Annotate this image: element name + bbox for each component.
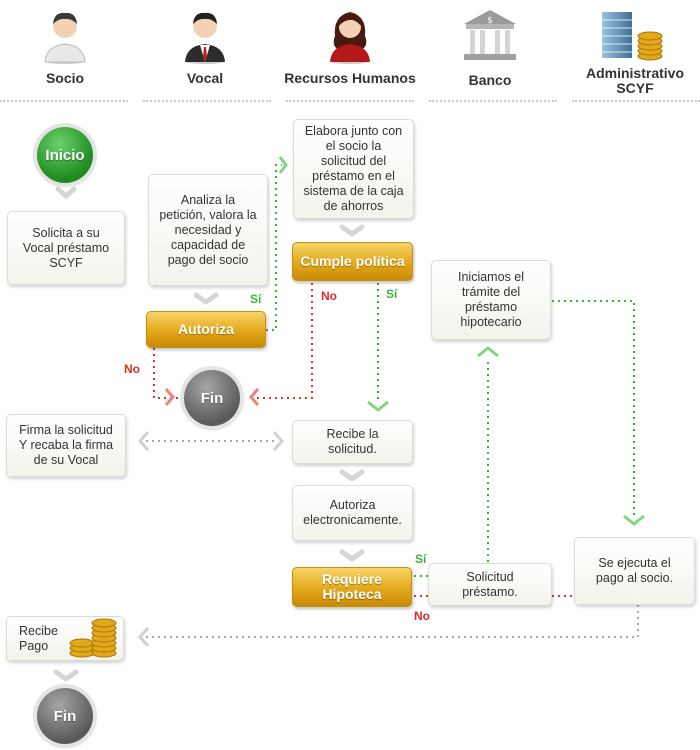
end-node: Fin [184, 370, 240, 426]
chevron-right-icon [164, 388, 175, 406]
lane-label-vocal: Vocal [186, 70, 224, 86]
node-firma-text: Firma la solicitud Y recaba la firma de … [18, 423, 114, 467]
lane-divider [286, 100, 414, 102]
node-iniciamos-text: Iniciamos el trámite del préstamo hipote… [458, 270, 524, 329]
chevron-up-icon [477, 346, 499, 358]
lane-label-administrativo: Administrativo SCYF [585, 65, 684, 96]
end-node-final: Fin [37, 688, 93, 744]
node-elabora: Elabora junto con el socio la solicitud … [293, 119, 414, 219]
chevron-left-icon [137, 431, 150, 451]
node-solicita-text: Solicita a su Vocal préstamo SCYF [22, 225, 110, 270]
edge-label-si-autoriza: Sí [250, 292, 262, 306]
chevron-right-icon [278, 156, 288, 174]
decision-requiere-hipoteca: Requiere Hipoteca [292, 567, 412, 607]
decision-requiere-text: Requiere Hipoteca [322, 571, 382, 602]
node-autoriza-elec-text: Autoriza electronicamente. [303, 498, 402, 527]
start-node: Inicio [37, 127, 93, 183]
chevron-down-icon [193, 292, 219, 305]
chevron-down-icon [367, 400, 389, 412]
lane-header-vocal: Vocal [140, 0, 270, 100]
decision-cumple-politica: Cumple política [292, 242, 413, 281]
edge-label-no-requiere: No [414, 609, 430, 623]
lane-divider [572, 100, 700, 102]
lane-header-rh: Recursos Humanos [280, 0, 420, 100]
chevron-down-icon [339, 469, 365, 482]
decision-autoriza-text: Autoriza [178, 321, 234, 337]
node-recibe-solicitud-text: Recibe la solicitud. [326, 427, 379, 456]
end-label: Fin [200, 389, 224, 407]
node-solicitud-prestamo-text: Solicitud préstamo. [462, 569, 518, 599]
node-analiza-text: Analiza la petición, valora la necesidad… [159, 192, 257, 267]
lane-header-banco: $ Banco [425, 0, 555, 100]
node-recibe-pago-text: Recibe Pago [19, 623, 58, 653]
lane-divider [143, 100, 271, 102]
node-iniciamos: Iniciamos el trámite del préstamo hipote… [431, 260, 551, 340]
svg-text:$: $ [487, 16, 493, 26]
bank-building-icon: $ [464, 10, 516, 60]
chevron-down-icon [339, 224, 365, 237]
edge-label-si-cumple: Sí [386, 287, 398, 301]
lane-label-banco: Banco [468, 72, 512, 88]
node-elabora-text: Elabora junto con el socio la solicitud … [303, 124, 404, 213]
node-firma: Firma la solicitud Y recaba la firma de … [6, 414, 126, 477]
person-socio-icon [44, 12, 86, 64]
person-recursos-humanos-icon [330, 12, 370, 64]
node-ejecuta-pago: Se ejecuta el pago al socio. [574, 537, 695, 605]
chevron-down-icon [339, 549, 365, 562]
node-solicitud-prestamo: Solicitud préstamo. [428, 563, 552, 606]
node-analiza: Analiza la petición, valora la necesidad… [148, 174, 268, 286]
node-solicita: Solicita a su Vocal préstamo SCYF [7, 211, 125, 285]
chevron-down-icon [55, 186, 77, 199]
edge-label-si-requiere: Sí [415, 552, 427, 566]
node-recibe-solicitud: Recibe la solicitud. [292, 420, 413, 464]
chevron-down-icon [623, 514, 645, 526]
decision-autoriza: Autoriza [146, 311, 266, 348]
edge-label-no-cumple: No [321, 289, 337, 303]
office-building-coins-icon [602, 12, 663, 61]
edge-label-no-autoriza: No [124, 362, 140, 376]
lane-divider [429, 100, 557, 102]
node-ejecuta-text: Se ejecuta el pago al socio. [595, 556, 674, 585]
decision-cumple-text: Cumple política [300, 253, 405, 269]
chevron-down-icon [53, 669, 79, 682]
lane-header-socio: Socio [0, 0, 130, 100]
chevron-left-icon [249, 388, 260, 406]
lane-header-administrativo: Administrativo SCYF [570, 0, 700, 100]
node-autoriza-electronicamente: Autoriza electronicamente. [292, 485, 413, 541]
chevron-right-icon [272, 431, 285, 451]
coins-icon [69, 618, 117, 658]
lane-label-socio: Socio [45, 70, 85, 86]
person-vocal-icon [185, 12, 225, 64]
chevron-left-icon [137, 627, 150, 647]
start-label: Inicio [45, 146, 85, 164]
lane-divider [0, 100, 128, 102]
end-final-label: Fin [53, 707, 77, 725]
lane-label-recursos-humanos: Recursos Humanos [284, 70, 416, 86]
